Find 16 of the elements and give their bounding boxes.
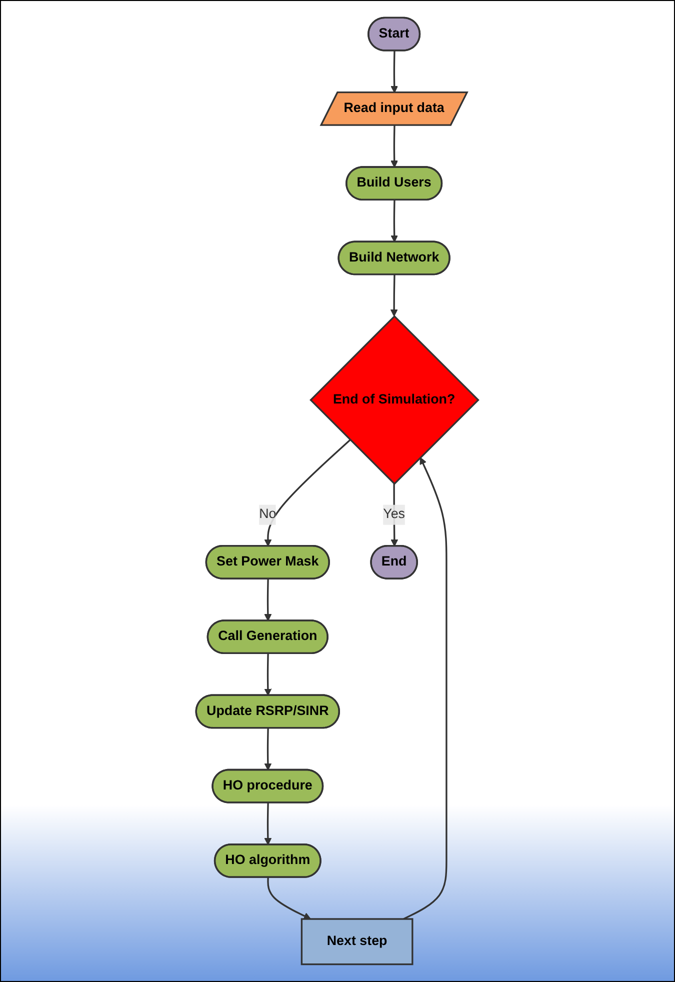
arrow (390, 50, 398, 94)
edge-label: Yes (383, 507, 406, 522)
arrow (264, 728, 272, 770)
arrow (267, 877, 312, 920)
arrow (390, 125, 398, 168)
arrow (390, 274, 398, 317)
arrow (391, 484, 398, 547)
arrow (264, 802, 272, 846)
edge-label: No (259, 507, 277, 522)
arrow (264, 654, 272, 696)
arrow (390, 200, 398, 242)
arrow (264, 578, 272, 622)
node-box: Next step (301, 918, 414, 966)
arrow (264, 439, 352, 547)
node-diamond: End of Simulation? (310, 315, 480, 485)
arrow (403, 457, 448, 920)
